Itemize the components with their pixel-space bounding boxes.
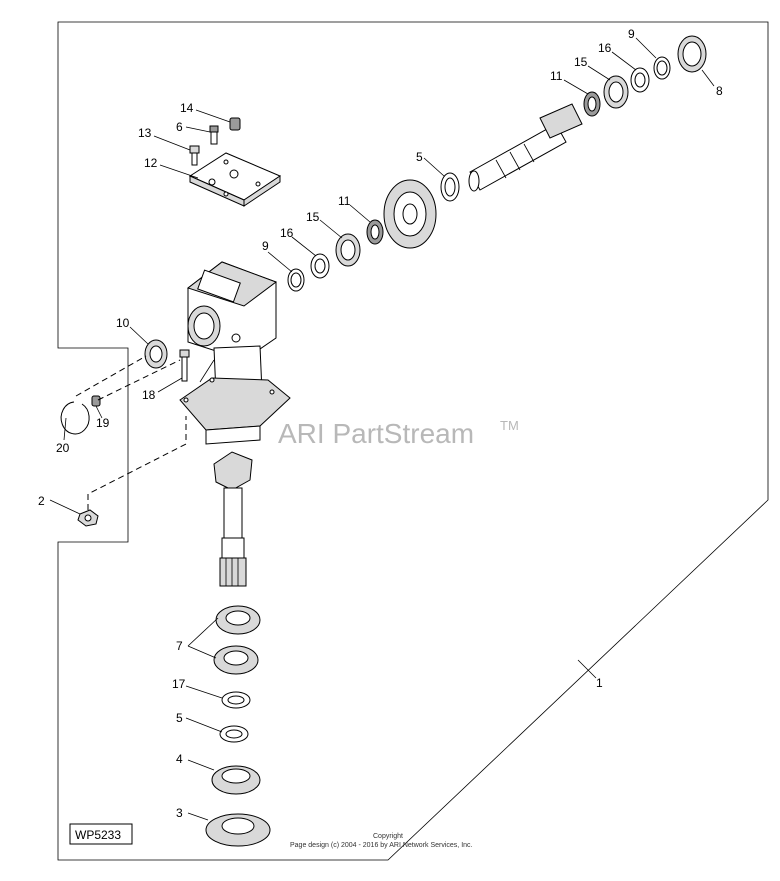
bearing-7-lower	[213, 645, 259, 675]
diagram-code-box	[69, 823, 133, 845]
callout-1: 1	[596, 676, 603, 690]
bolt-13	[189, 145, 200, 166]
bearing-7-upper	[215, 605, 261, 635]
copyright-line1: Copyright	[373, 833, 403, 840]
callout-8: 8	[716, 84, 723, 98]
shim-16-right	[630, 67, 650, 93]
snap-ring-9-right	[653, 56, 671, 80]
copyright-line2: Page design (c) 2004 - 2016 by ARI Netwo…	[290, 842, 473, 849]
dashed-line-seal	[75, 355, 147, 397]
seal-4	[211, 765, 261, 795]
callout-16-right: 16	[598, 41, 612, 55]
plug-14	[229, 117, 241, 131]
bolt-18	[179, 349, 190, 382]
callout-3: 3	[176, 806, 183, 820]
washer-5-lower	[219, 725, 249, 743]
callout-15-left: 15	[306, 210, 320, 224]
pinion-shaft	[213, 451, 253, 587]
callout-6: 6	[176, 120, 183, 134]
callout-5-upper: 5	[416, 150, 423, 164]
washer-5-upper	[440, 172, 460, 202]
shim-16-left	[310, 253, 330, 279]
watermark-brand: ARI PartStream	[278, 418, 474, 449]
callout-4: 4	[176, 752, 183, 766]
dashed-line-nut	[87, 416, 187, 510]
leader-lines	[49, 37, 715, 821]
callout-20: 20	[56, 441, 70, 455]
fitting-6	[209, 125, 219, 145]
callout-16-left: 16	[280, 226, 294, 240]
bevel-gear-upper	[383, 179, 437, 249]
cap-8	[677, 35, 707, 73]
bearing-cup-15-right	[603, 75, 629, 109]
callout-5-lower: 5	[176, 711, 183, 725]
diagram-code: WP5233	[75, 828, 121, 842]
spacer-17	[221, 691, 251, 709]
callout-19: 19	[96, 416, 110, 430]
gearbox-housing	[179, 261, 291, 445]
callout-18: 18	[142, 388, 156, 402]
callout-11-left: 11	[338, 194, 351, 208]
cap-3	[205, 813, 271, 847]
callout-10: 10	[116, 316, 130, 330]
bearing-cup-15-left	[335, 233, 361, 267]
bearing-cone-11-right	[583, 91, 601, 117]
dashed-line-plug	[97, 359, 181, 401]
callout-14: 14	[180, 101, 194, 115]
callout-9-right: 9	[628, 27, 635, 41]
callout-7: 7	[176, 639, 183, 653]
assembly-boundary	[57, 21, 769, 861]
callout-13: 13	[138, 126, 152, 140]
nut-2	[77, 509, 99, 527]
retaining-ring-20	[60, 401, 90, 435]
callout-15-right: 15	[574, 55, 588, 69]
watermark-trademark: TM	[500, 418, 519, 433]
callout-17: 17	[172, 677, 186, 691]
callout-11-right: 11	[550, 69, 563, 83]
callout-9-left: 9	[262, 239, 269, 253]
input-shaft	[468, 103, 583, 192]
callout-12: 12	[144, 156, 158, 170]
snap-ring-9-left	[287, 268, 305, 292]
seal-10	[144, 339, 168, 369]
bearing-cone-11-left	[366, 219, 384, 245]
plug-19	[91, 395, 101, 407]
callout-2: 2	[38, 494, 45, 508]
cover-plate	[188, 152, 282, 207]
